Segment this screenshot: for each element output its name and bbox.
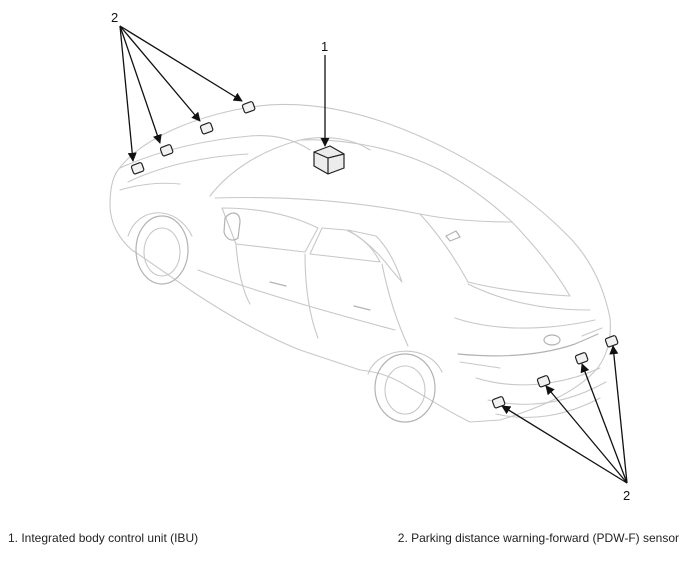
leader-rear-1: [501, 405, 628, 484]
legend-item-ibu: 1. Integrated body control unit (IBU): [8, 531, 199, 545]
ibu-module: [313, 145, 345, 175]
callout-ibu: 1: [321, 39, 328, 54]
leader-rear-4: [609, 345, 628, 484]
sensor-rear-4: [604, 335, 619, 348]
leader-rear-2: [545, 385, 628, 484]
sensor-rear-1: [491, 396, 506, 409]
leader-front-4: [119, 25, 243, 102]
leader-front-1: [119, 25, 137, 162]
sensor-rear-2: [536, 375, 551, 388]
leader-rear-3: [580, 363, 628, 484]
car-outline: [109, 103, 611, 423]
sensor-front-4: [241, 101, 256, 114]
leader-lines: [119, 25, 628, 484]
sensor-front-2: [159, 144, 174, 157]
leader-front-2: [119, 25, 162, 144]
sensor-front-3: [199, 122, 214, 135]
legend-item-pdw-sensor: 2. Parking distance warning-forward (PDW…: [397, 531, 679, 545]
callout-sensor-bottom: 2: [623, 488, 630, 503]
leader-front-3: [119, 25, 201, 122]
sensor-rear-3: [574, 352, 589, 365]
sensor-front-1: [130, 162, 145, 175]
callout-sensor-top: 2: [111, 10, 118, 25]
